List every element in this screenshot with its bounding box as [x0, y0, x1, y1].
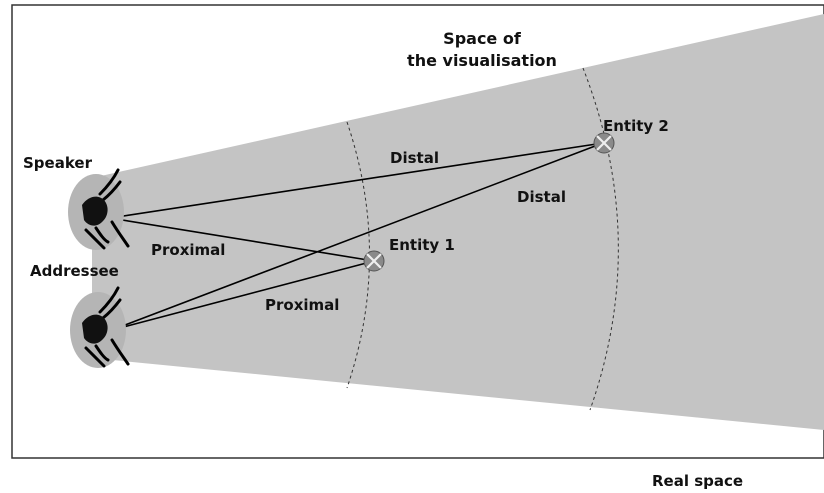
addressee-to-entity1-line	[111, 260, 375, 331]
addressee-label: Addressee	[30, 262, 119, 280]
visualisation-space-area	[92, 14, 824, 430]
entity2-label: Entity 2	[603, 117, 669, 135]
diagram-title-line2: the visualisation	[407, 51, 557, 70]
addressee-entity2-distance-label: Distal	[517, 188, 566, 206]
speaker-label: Speaker	[23, 154, 93, 172]
distal-boundary-arc	[582, 67, 619, 411]
entity1-marker	[363, 250, 385, 272]
speaker-entity1-distance-label: Proximal	[151, 241, 225, 259]
addressee-entity1-distance-label: Proximal	[265, 296, 339, 314]
entity1-label: Entity 1	[389, 236, 455, 254]
speaker-to-entity1-line	[109, 217, 375, 262]
speaker-icon	[68, 168, 130, 250]
proximal-boundary-arc	[346, 121, 370, 389]
real-space-label: Real space	[652, 472, 743, 490]
addressee-icon	[70, 286, 130, 368]
speaker-to-entity2-line	[109, 142, 604, 219]
addressee-to-entity2-line	[111, 142, 604, 331]
diagram-title-line1: Space of	[443, 29, 522, 48]
entity2-marker	[593, 132, 615, 154]
speaker-entity2-distance-label: Distal	[390, 149, 439, 167]
